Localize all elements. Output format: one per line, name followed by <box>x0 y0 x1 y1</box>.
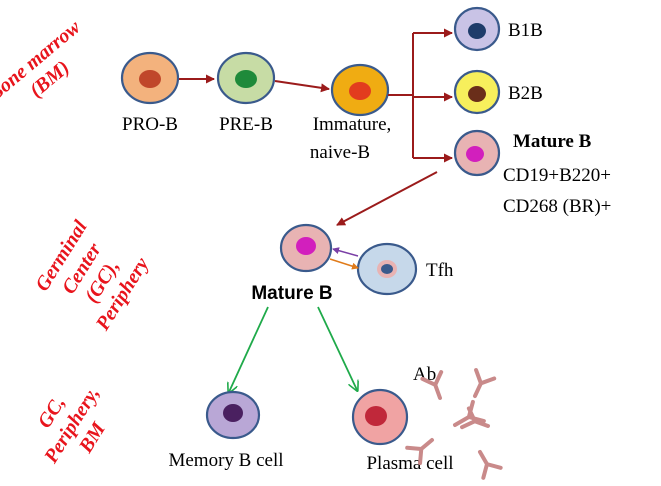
antibody-cluster <box>405 368 503 480</box>
nucleus-icon <box>468 23 486 39</box>
nucleus-icon <box>349 82 371 100</box>
arrow-to-plasma <box>317 306 357 390</box>
nucleus-icon <box>466 146 484 162</box>
region-label-bone-marrow: Bone marrow (BM) <box>0 16 85 106</box>
cell-markers-line-1: CD19+B220+ <box>503 165 611 186</box>
antibody-icon <box>473 368 497 398</box>
cell-gc-mature-b <box>279 223 333 273</box>
cell-tfh <box>356 242 418 296</box>
cell-memory-b <box>205 390 261 440</box>
cell-label-tfh: Tfh <box>426 260 454 281</box>
nucleus-icon <box>223 404 243 422</box>
nucleus-icon <box>468 86 486 102</box>
arrow-tfh-to-b <box>332 247 359 257</box>
cell-immature-naive-b <box>330 63 390 117</box>
cell-mature-b <box>453 129 501 177</box>
antibody-icon <box>405 438 434 466</box>
cell-label-mature-b: Mature B <box>513 131 592 152</box>
cell-label-immature: Immature, <box>313 114 392 135</box>
nucleus-icon <box>139 70 161 88</box>
label-antibody: Ab <box>413 364 436 385</box>
cell-label-pro-b: PRO-B <box>122 114 178 135</box>
cell-label-naive-b: naive-B <box>310 142 370 163</box>
cell-label-b1b: B1B <box>508 20 543 41</box>
arrow-to-memory-b <box>229 306 269 392</box>
cell-plasma <box>351 388 409 446</box>
cell-label-plasma: Plasma cell <box>366 453 453 474</box>
nucleus-icon <box>365 406 387 426</box>
cell-label-b2b: B2B <box>508 83 543 104</box>
cell-b2b <box>453 69 501 115</box>
nucleus-icon <box>381 264 393 274</box>
arrow-b-to-tfh <box>329 258 359 270</box>
nucleus-icon <box>235 70 257 88</box>
cell-markers-line-2: CD268 (BR)+ <box>503 196 611 217</box>
antibody-icon <box>478 450 503 480</box>
cell-pro-b <box>120 51 180 105</box>
antibody-icon <box>453 399 486 427</box>
arrow-pre-to-immature <box>274 80 330 93</box>
region-label-gc-periphery-bm: GC, Periphery, BM <box>34 383 111 468</box>
cell-b1b <box>453 6 501 52</box>
antibody-icon <box>420 370 444 400</box>
arrow-to-gc-mature-b <box>336 171 438 226</box>
antibody-icon <box>460 406 490 430</box>
nucleus-icon <box>296 237 316 255</box>
cell-label-memory-b: Memory B cell <box>168 450 283 471</box>
cell-label-gc-mature-b: Mature B <box>251 283 332 304</box>
region-label-germinal-center: Germinal Center (GC), Periphery <box>31 216 153 335</box>
cell-pre-b <box>216 51 276 105</box>
cell-label-pre-b: PRE-B <box>219 114 273 135</box>
